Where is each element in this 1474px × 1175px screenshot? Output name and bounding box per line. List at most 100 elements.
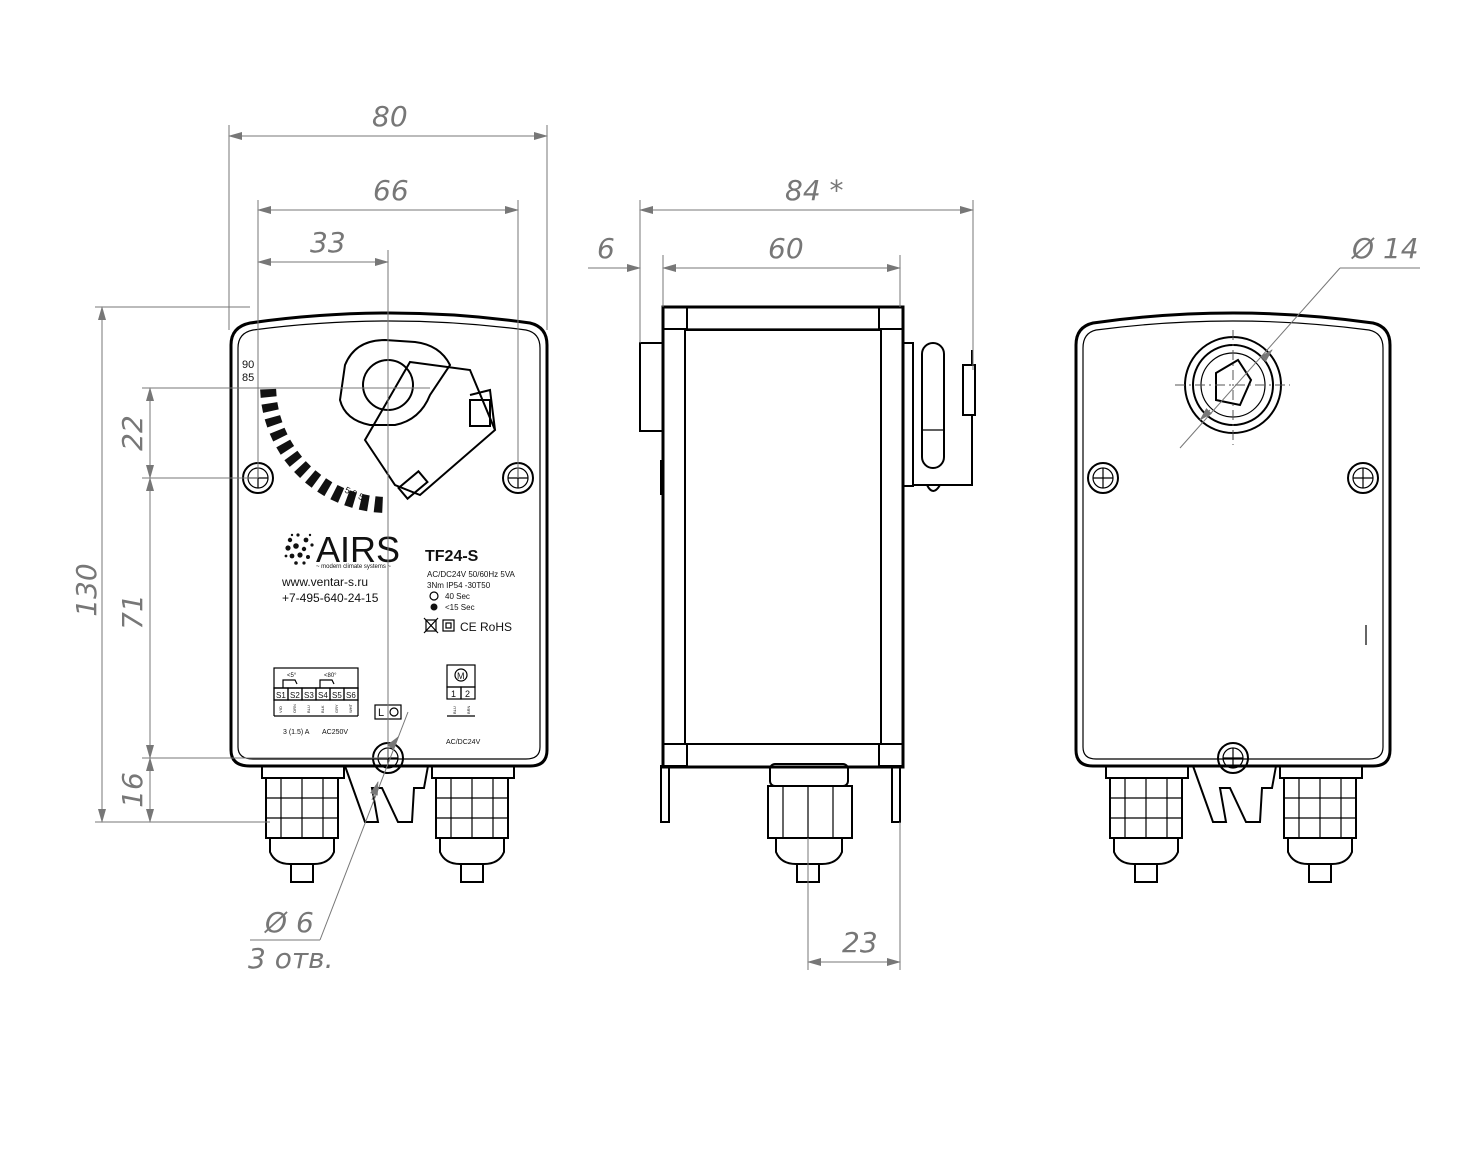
- scale-segment: [358, 494, 370, 512]
- power-terminal-block: M 1 2 BLU BRN AC/DC24V: [446, 664, 481, 746]
- rear-cable-gland-right: [1279, 766, 1363, 883]
- logo-dots-icon: [284, 533, 314, 565]
- switch-cell: [343, 687, 359, 701]
- dim-hole-diameter: Ø 6: [264, 906, 314, 939]
- weee-bin-icon: [423, 617, 439, 634]
- spring-icon: [430, 603, 438, 611]
- dim-side-overall: 84 *: [785, 174, 844, 207]
- dim-gland-offset: 23: [842, 926, 878, 959]
- dim-hole-count: 3 отв.: [248, 942, 334, 975]
- dim-bottom-offset: 16: [116, 772, 149, 808]
- scale-85-label: 85: [242, 372, 254, 384]
- switch-terminal-block: <5° <80° S1VIOS2ORNS3BLUS4BLKS5GRYS6WHT …: [273, 667, 359, 736]
- power-terminal-2: 2: [465, 689, 470, 699]
- certifications: CE RoHS: [460, 620, 512, 634]
- logo-dot: [301, 546, 307, 552]
- dimension-lines: 80 66 33 130 22 71 16 84 * 60 6: [70, 100, 1420, 975]
- switch-terminal-label: S1: [276, 691, 286, 700]
- side-body: [661, 305, 905, 769]
- scale-segment: [294, 461, 311, 478]
- motor-icon: [429, 591, 439, 601]
- logo-dot: [306, 555, 310, 559]
- rear-housing: [1074, 311, 1392, 768]
- switch-terminal-label: S5: [332, 691, 342, 700]
- dim-half-spacing: 33: [310, 226, 346, 259]
- logo-dot: [297, 552, 303, 558]
- scale-segment: [269, 427, 288, 442]
- brand-tagline: ~ modern climate systems ~: [316, 564, 392, 570]
- website: www.ventar-s.ru: [281, 575, 368, 589]
- dim-holes-vertical: 71: [116, 594, 149, 630]
- scale-segment: [317, 478, 333, 497]
- scale-segment: [373, 496, 383, 513]
- scale-90-label: 90: [242, 359, 254, 371]
- lock-screw-icon: [389, 707, 399, 717]
- motor-symbol-icon: [454, 668, 468, 682]
- power-wire-2: BRN: [466, 705, 471, 714]
- switch-angle-left: <5°: [287, 673, 297, 679]
- side-view: [639, 305, 976, 883]
- brand-logo: AIRS ~ modern climate systems ~: [284, 529, 400, 570]
- front-housing: [229, 311, 549, 768]
- power-terminal-1: 1: [451, 689, 456, 699]
- dim-axis-to-holes: 22: [116, 415, 149, 451]
- scale-segment: [305, 470, 322, 488]
- dim-total-height: 130: [70, 563, 103, 616]
- rear-shaft-hole: [1175, 330, 1290, 445]
- logo-dot: [284, 554, 288, 558]
- dim-shaft-diameter: Ø 14: [1351, 232, 1419, 265]
- switch-terminal-label: S2: [290, 691, 300, 700]
- switch-wire-color: GRY: [334, 704, 339, 713]
- spec-spring-time: <15 Sec: [445, 603, 475, 612]
- logo-dot: [308, 533, 312, 537]
- manual-lock-label: L: [378, 707, 384, 719]
- switch-wire-color: BLK: [320, 705, 325, 713]
- switch-wire-color: BLU: [306, 705, 311, 713]
- switch-wire-color: ORN: [292, 704, 297, 713]
- scale-segment: [276, 439, 295, 455]
- logo-dot: [294, 561, 298, 565]
- rear-view: [1074, 311, 1392, 883]
- logo-dot: [287, 537, 293, 543]
- shaft-clamp: [338, 338, 497, 501]
- model-name: TF24-S: [425, 548, 479, 565]
- dim-side-body: 60: [768, 232, 804, 265]
- rear-mount-hole-left: [1087, 462, 1119, 494]
- phone: +7-495-640-24-15: [282, 591, 379, 605]
- scale-segment: [344, 490, 357, 508]
- logo-dot: [310, 543, 314, 547]
- double-insulation-icon: [442, 619, 455, 632]
- spec-supply: AC/DC24V 50/60Hz 5VA: [427, 570, 516, 579]
- rear-mount-hole-bottom: [1217, 742, 1249, 774]
- scale-segment: [260, 388, 277, 398]
- switch-rating-right: AC250V: [322, 729, 348, 736]
- spec-torque: 3Nm IP54 -30T50: [427, 581, 491, 590]
- scale-segment: [284, 450, 302, 467]
- anti-rotation-bracket: [344, 765, 429, 823]
- switch-wire-color: VIO: [278, 706, 283, 713]
- side-cable-gland: [767, 763, 853, 883]
- power-rating: AC/DC24V: [446, 739, 481, 746]
- switch-wire-color: WHT: [348, 703, 353, 713]
- switch-terminal-label: S6: [346, 691, 356, 700]
- switch-angle-right: <80°: [324, 673, 337, 679]
- power-wire-1: BLU: [452, 706, 457, 714]
- logo-dot: [296, 533, 300, 537]
- logo-dot: [285, 545, 291, 551]
- logo-dot: [293, 543, 299, 549]
- spec-motor-time: 40 Sec: [445, 592, 470, 601]
- dim-overall-width: 80: [372, 100, 408, 133]
- switch-terminal-label: S4: [318, 691, 328, 700]
- logo-dot: [289, 553, 295, 559]
- scale-segment: [261, 402, 279, 413]
- scale-segment: [264, 415, 283, 428]
- rear-cable-gland-left: [1105, 766, 1189, 883]
- motor-symbol: M: [457, 671, 465, 681]
- rear-mount-hole-right: [1347, 462, 1379, 494]
- angle-scale: [260, 388, 383, 513]
- logo-dot: [302, 561, 306, 565]
- cable-gland-right: [431, 766, 515, 883]
- logo-dot: [290, 533, 294, 537]
- logo-dot: [303, 537, 309, 543]
